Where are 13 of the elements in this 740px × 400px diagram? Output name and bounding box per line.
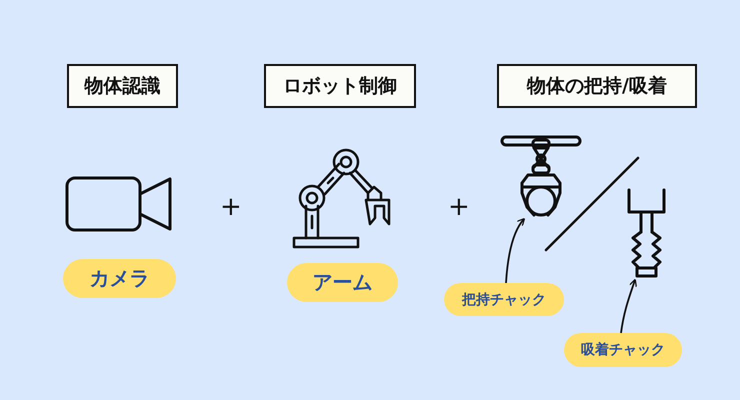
- name-pill: アーム: [287, 263, 398, 302]
- arrow: [620, 278, 637, 334]
- name-pill: カメラ: [63, 259, 176, 298]
- name-pill: 吸着チャック: [564, 333, 682, 367]
- suction-cup-drawing: [625, 188, 664, 280]
- name-pill: 把持チャック: [444, 283, 564, 316]
- plus-sign: +: [448, 194, 470, 220]
- arrow: [505, 218, 526, 284]
- heading-box: ロボット制御: [264, 64, 416, 108]
- heading-box: 物体の把持/吸着: [497, 64, 697, 108]
- plus-sign: +: [220, 194, 242, 220]
- heading-box: 物体認識: [67, 64, 178, 108]
- gripper-drawing: [498, 133, 580, 219]
